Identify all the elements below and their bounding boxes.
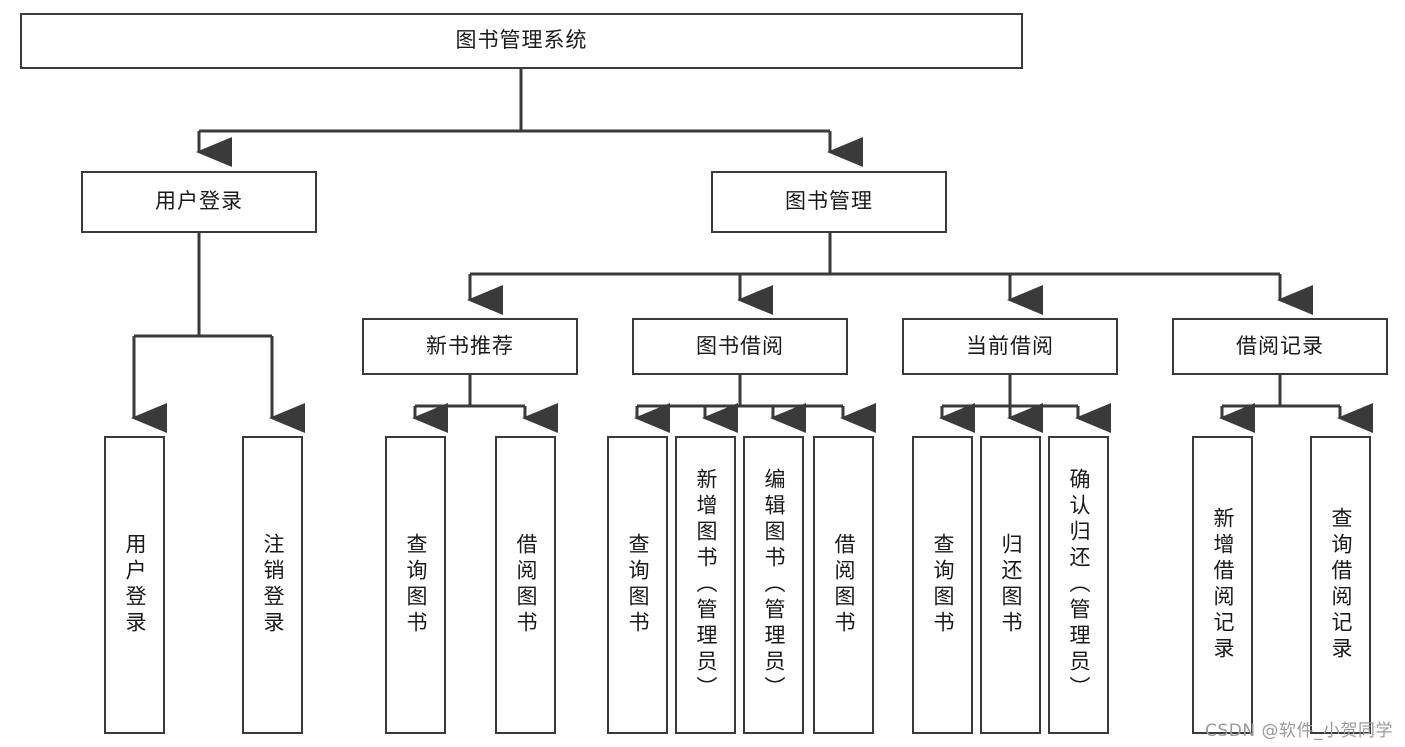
leaf-borrow-borrow-book[interactable]: 借阅图书 <box>813 436 874 734</box>
leaf-user-logout[interactable]: 注销登录 <box>242 436 303 734</box>
leaf-current-confirm-return[interactable]: 确认归还（管理员） <box>1048 436 1109 734</box>
node-label: 借阅图书 <box>832 533 856 637</box>
node-label: 归还图书 <box>999 533 1023 637</box>
node-new-book-recommend[interactable]: 新书推荐 <box>362 318 578 375</box>
leaf-recommend-search-book[interactable]: 查询图书 <box>385 436 446 734</box>
node-label: 编辑图书（管理员） <box>762 468 786 702</box>
node-label: 用户登录 <box>123 533 147 637</box>
leaf-borrow-search-book[interactable]: 查询图书 <box>607 436 668 734</box>
node-label: 图书借阅 <box>696 333 784 358</box>
leaf-record-add-record[interactable]: 新增借阅记录 <box>1192 436 1253 734</box>
node-book-borrow[interactable]: 图书借阅 <box>632 318 848 375</box>
node-label: 借阅记录 <box>1236 333 1324 358</box>
node-label: 查询借阅记录 <box>1329 507 1353 663</box>
node-label: 图书管理系统 <box>455 28 588 53</box>
watermark: CSDN @软件_小贺同学 <box>1205 721 1393 741</box>
node-label: 查询图书 <box>626 533 650 637</box>
node-label: 新增图书（管理员） <box>694 468 718 702</box>
leaf-current-return-book[interactable]: 归还图书 <box>980 436 1041 734</box>
node-user-login[interactable]: 用户登录 <box>81 171 317 233</box>
node-label: 新书推荐 <box>426 333 514 358</box>
node-label: 注销登录 <box>261 533 285 637</box>
leaf-current-search-book[interactable]: 查询图书 <box>912 436 973 734</box>
node-borrow-record[interactable]: 借阅记录 <box>1172 318 1388 375</box>
leaf-recommend-borrow-book[interactable]: 借阅图书 <box>495 436 556 734</box>
node-label: 用户登录 <box>155 189 243 214</box>
leaf-record-search-record[interactable]: 查询借阅记录 <box>1310 436 1371 734</box>
node-label: 当前借阅 <box>966 333 1054 358</box>
node-label: 借阅图书 <box>514 533 538 637</box>
node-label: 查询图书 <box>931 533 955 637</box>
node-label: 图书管理 <box>785 189 873 214</box>
node-label: 查询图书 <box>404 533 428 637</box>
leaf-user-login[interactable]: 用户登录 <box>104 436 165 734</box>
leaf-borrow-add-book[interactable]: 新增图书（管理员） <box>675 436 736 734</box>
node-label: 确认归还（管理员） <box>1067 468 1091 702</box>
node-label: 新增借阅记录 <box>1211 507 1235 663</box>
leaf-borrow-edit-book[interactable]: 编辑图书（管理员） <box>743 436 804 734</box>
node-root-system[interactable]: 图书管理系统 <box>20 13 1023 69</box>
node-current-borrow[interactable]: 当前借阅 <box>902 318 1118 375</box>
node-book-management[interactable]: 图书管理 <box>711 171 947 233</box>
